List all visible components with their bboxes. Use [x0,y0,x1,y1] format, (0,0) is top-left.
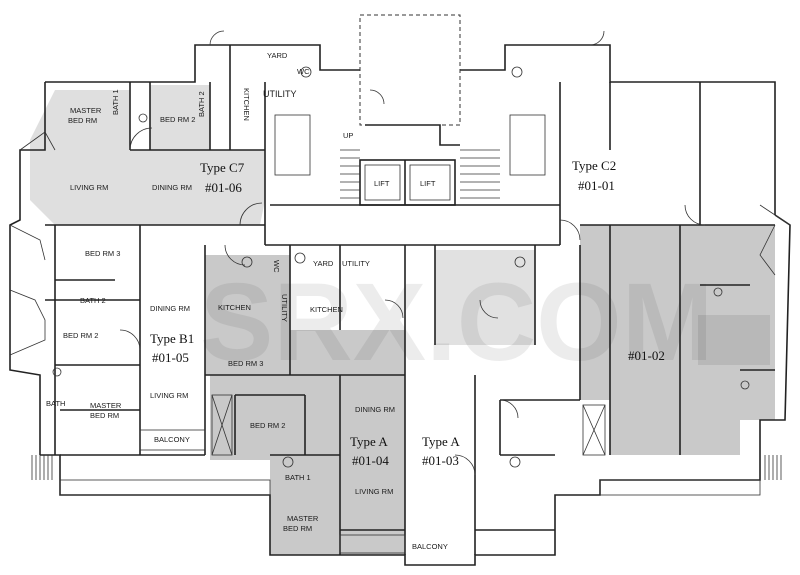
watermark: SRX.COM [200,261,713,384]
room-kitchen-b1: KITCHEN [218,303,251,312]
room-bed2-b1: BED RM 2 [63,331,98,340]
unit-c7-type: Type C7 [200,160,245,175]
unit-a-0104-number: #01-04 [352,453,389,468]
balconies [31,429,782,554]
unit-a-0104-type: Type A [350,434,388,449]
room-bath2-b1: BATH 2 [80,296,106,305]
room-yard-c7: YARD [267,51,288,60]
unit-b1-type: Type B1 [150,331,194,346]
label-up: UP [343,131,353,140]
door-swings [9,30,791,476]
room-dining-a: DINING RM [355,405,395,414]
room-bed3-a: BED RM 3 [228,359,263,368]
room-kitchen-a: KITCHEN [310,305,343,314]
room-bath1-c7: BATH 1 [111,89,120,115]
room-master-label: MASTER [70,106,102,115]
room-kitchen-c7: KITCHEN [242,88,251,121]
walls [9,44,791,566]
room-living-b1: LIVING RM [150,391,188,400]
fixtures [52,66,750,468]
room-utility-a: UTILITY [342,259,370,268]
label-lift-2: LIFT [420,179,436,188]
unit-a-0103-number: #01-03 [422,453,459,468]
room-balcony-a: BALCONY [412,542,448,551]
room-bath2-c7: BATH 2 [197,91,206,117]
lift-core [274,114,546,206]
room-living-a: LIVING RM [355,487,393,496]
room-bed2-c7: BED RM 2 [160,115,195,124]
room-dining-b1: DINING RM [150,304,190,313]
room-utility-c7: UTILITY [263,89,297,99]
unit-0102-number: #01-02 [628,348,665,363]
shaded-areas [30,85,775,555]
room-utility-b1: UTILITY [280,294,289,322]
room-master-bed-b1: BED RM [90,411,119,420]
room-master-a: MASTER [287,514,319,523]
room-balcony-b1: BALCONY [154,435,190,444]
unit-labels: Type C7 #01-06 Type C2 #01-01 Type B1 #0… [150,158,665,468]
entrance-outline [359,14,461,126]
unit-c7-number: #01-06 [205,180,242,195]
room-bed3-b1: BED RM 3 [85,249,120,258]
unit-a-0103-type: Type A [422,434,460,449]
room-wc-c7: WC [297,67,310,76]
room-bath1-a: BATH 1 [285,473,311,482]
room-dining-c7: DINING RM [152,183,192,192]
room-master-bed-a: BED RM [283,524,312,533]
room-bed2-a: BED RM 2 [250,421,285,430]
room-labels: MASTER BED RM BATH 1 BED RM 2 BATH 2 KIT… [46,51,448,551]
room-bath-b1: BATH [46,399,65,408]
room-master-bed-label: BED RM [68,116,97,125]
label-lift-1: LIFT [374,179,390,188]
room-master-b1: MASTER [90,401,122,410]
room-wc-b1: WC [272,260,281,273]
unit-b1-number: #01-05 [152,350,189,365]
room-yard-a: YARD [313,259,334,268]
unit-c2-number: #01-01 [578,178,615,193]
unit-c2-type: Type C2 [572,158,616,173]
room-living-c7: LIVING RM [70,183,108,192]
